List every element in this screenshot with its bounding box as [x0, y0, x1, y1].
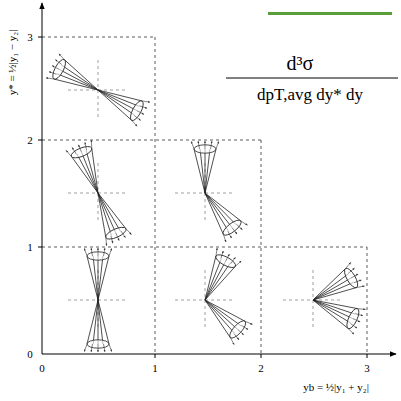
- axis-title: y* = ½|y₁ − y₂|: [8, 29, 19, 95]
- tick-label: 0: [27, 349, 33, 360]
- formula-numerator: d³σ: [287, 53, 314, 73]
- fraction-bar: [226, 78, 398, 79]
- tick-label: 3: [27, 32, 33, 43]
- axis-title: yb = ½|y₁ + y₂|: [303, 382, 369, 393]
- axes: [38, 3, 396, 358]
- tick-label: 1: [27, 242, 33, 253]
- tick-label: 3: [364, 363, 370, 374]
- title-underline: [268, 12, 392, 15]
- bin-grid: [42, 37, 367, 354]
- tick-label: 1: [152, 363, 158, 374]
- jet-cones: [46, 54, 365, 352]
- formula-denominator: dpT,avg dy* dy: [257, 86, 363, 103]
- tick-label: 2: [27, 135, 33, 146]
- tick-label: 0: [39, 363, 45, 374]
- tick-label: 2: [258, 363, 264, 374]
